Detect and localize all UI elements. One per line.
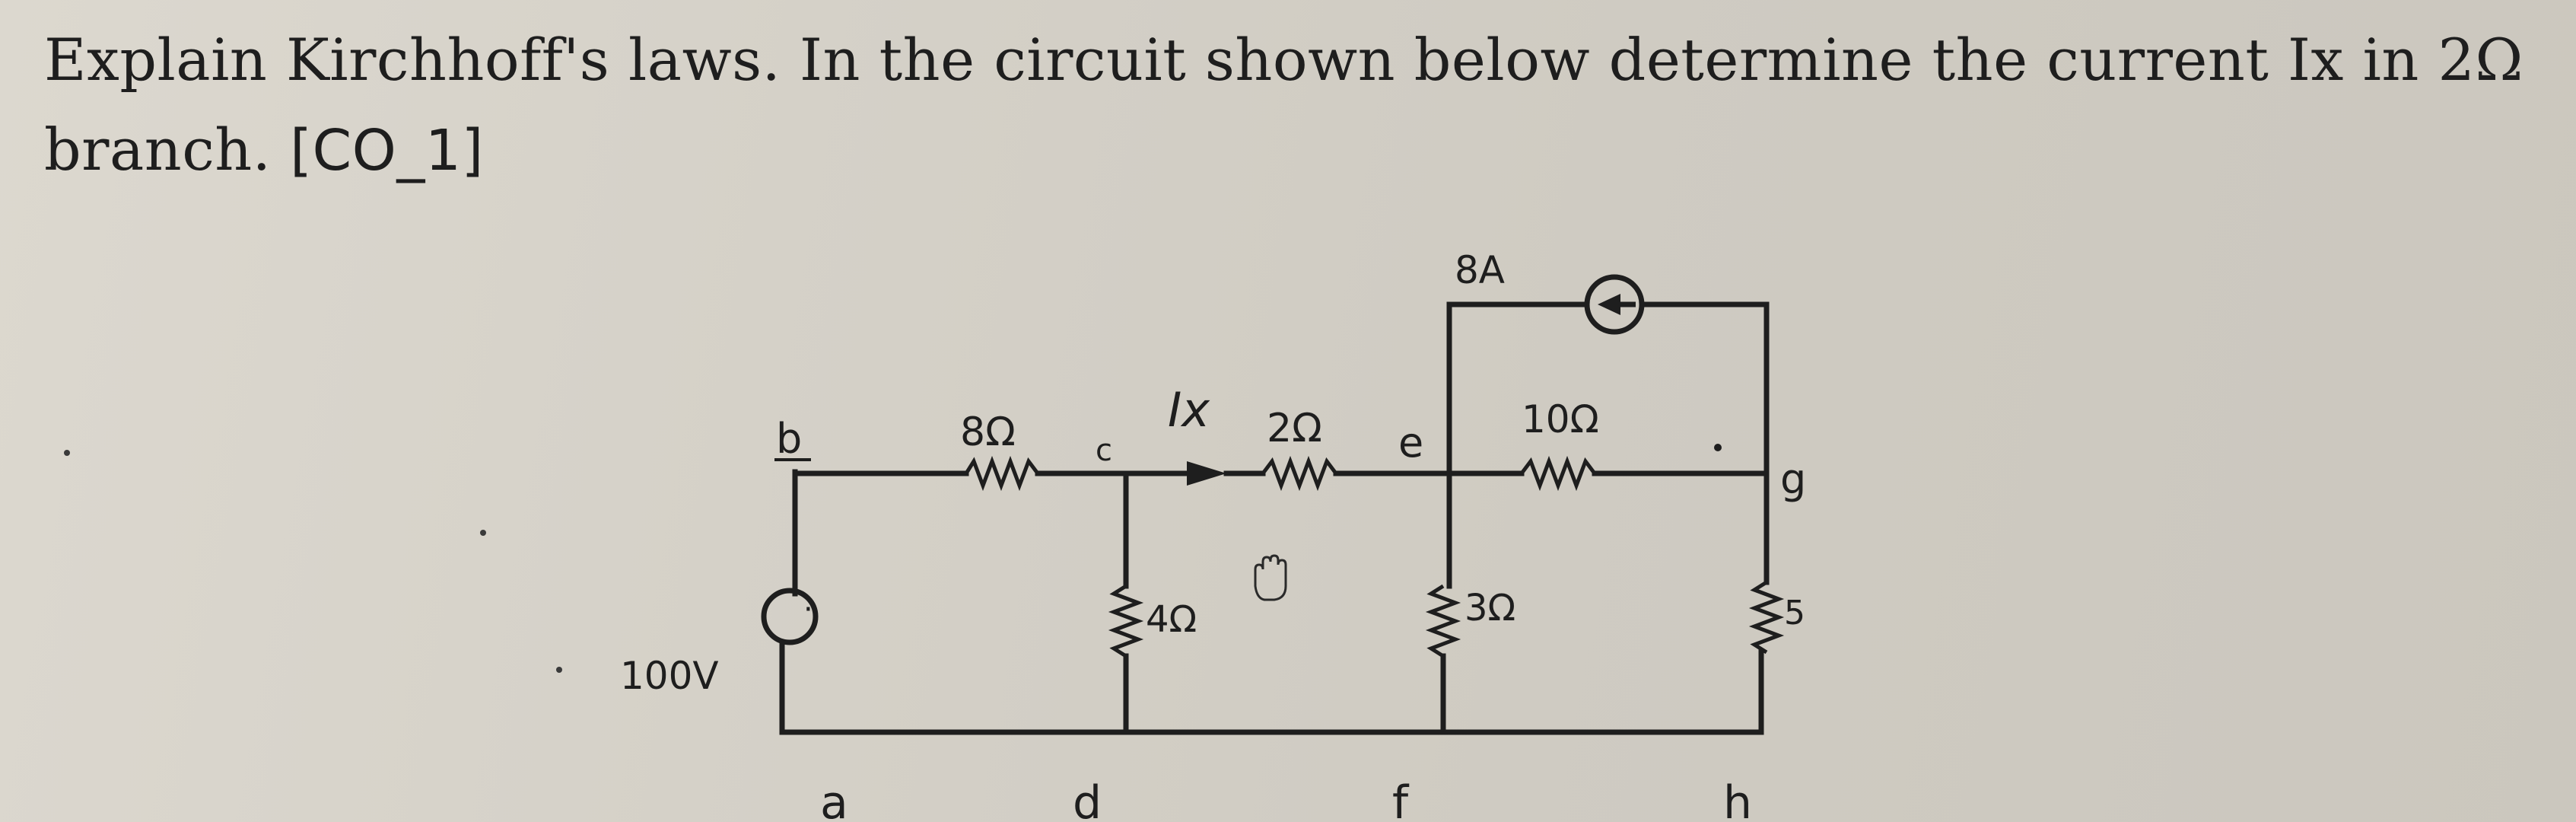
current-source-arrow-icon (1598, 294, 1620, 315)
question-line-2-text: branch. (44, 116, 291, 183)
stray-dot-1 (1714, 444, 1722, 451)
label-r3: 3Ω (1465, 587, 1515, 629)
resistor-4-ohm (1108, 584, 1144, 658)
voltage-source-plus-mark: · (803, 592, 813, 627)
label-8a: 8A (1455, 248, 1505, 292)
resistor-5-ohm (1748, 580, 1785, 655)
label-r8: 8Ω (960, 409, 1016, 455)
node-label-d: d (1073, 776, 1102, 822)
label-100v: 100V (620, 654, 719, 698)
node-label-f: f (1392, 776, 1410, 822)
label-ix: Ix (1168, 382, 1210, 438)
label-r4: 4Ω (1146, 598, 1197, 641)
question-line-2: branch. [CO_1] (44, 105, 2555, 196)
question-line-1: Explain Kirchhoff's laws. In the circuit… (44, 26, 2524, 94)
course-outcome-tag: [CO_1] (290, 118, 484, 183)
label-r5: 5 (1784, 594, 1805, 632)
node-label-g: g (1780, 455, 1806, 503)
current-arrow-ix (1187, 461, 1226, 486)
stray-dot-2 (556, 667, 562, 673)
hand-cursor-icon (1254, 554, 1287, 601)
label-r2: 2Ω (1267, 406, 1322, 451)
node-label-c: c (1096, 433, 1112, 468)
node-label-b: b (776, 415, 802, 463)
node-label-e: e (1398, 419, 1423, 467)
resistor-2-ohm (1261, 455, 1337, 492)
voltage-source-100v (761, 588, 819, 645)
question-text: Explain Kirchhoff's laws. In the circuit… (44, 15, 2555, 196)
node-label-a: a (820, 776, 848, 822)
node-label-h: h (1723, 776, 1752, 822)
resistor-10-ohm (1520, 455, 1596, 492)
stray-dot-3 (64, 450, 70, 456)
stray-dot-4 (480, 530, 486, 536)
resistor-8-ohm (964, 455, 1039, 492)
label-r10: 10Ω (1522, 397, 1599, 441)
resistor-3-ohm (1425, 584, 1461, 658)
